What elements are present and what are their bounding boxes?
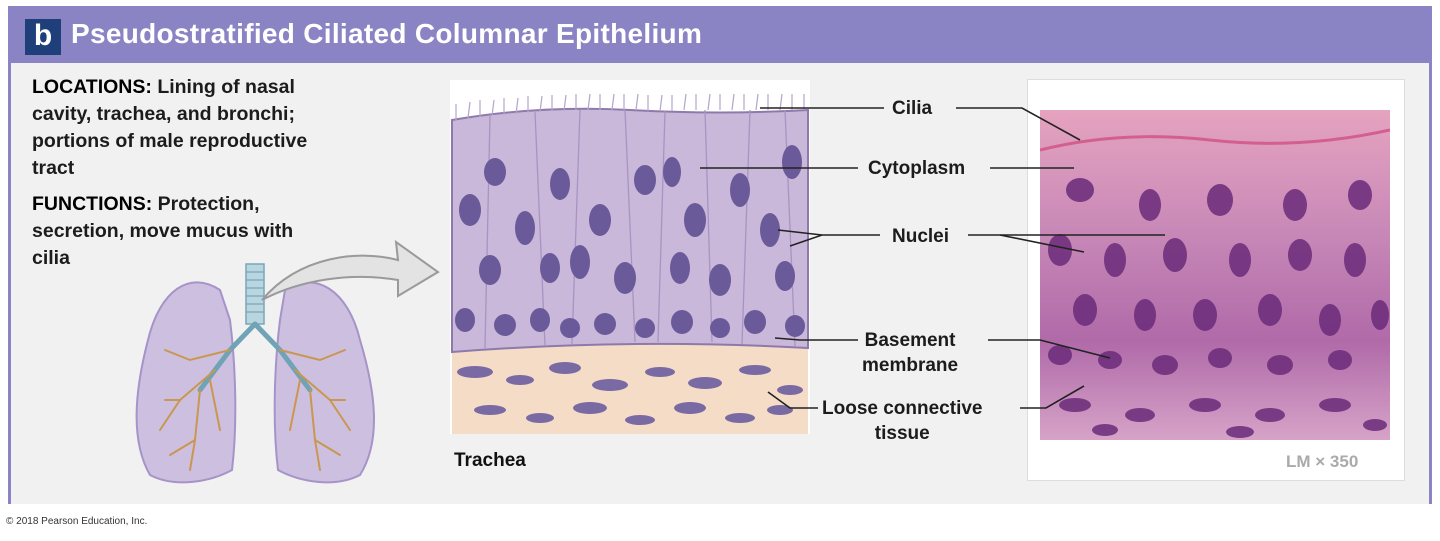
loose-line-2: tissue: [874, 423, 930, 444]
micrograph-image: [1040, 110, 1390, 440]
loose-line-1: Loose connective: [822, 398, 983, 419]
label-cilia: Cilia: [892, 98, 933, 119]
label-cytoplasm: Cytoplasm: [868, 158, 966, 179]
label-basement-membrane: Basement membrane: [862, 328, 958, 378]
basement-leader-right: [988, 339, 1111, 359]
panel-letter: b: [25, 19, 61, 55]
lungs-illustration: [135, 263, 375, 484]
copyright-notice: © 2018 Pearson Education, Inc.: [6, 516, 148, 527]
locations-text: Lining of nasal cavity, trachea, and bro…: [32, 76, 308, 179]
epithelium-drawing: [450, 80, 810, 434]
loose-leader-left: [767, 391, 818, 409]
basement-line-1: Basement: [864, 330, 956, 351]
nuclei-leader-left-2: [777, 229, 823, 236]
figure-title: Pseudostratified Ciliated Columnar Epith…: [71, 18, 703, 49]
magnification-label: LM × 350: [1286, 452, 1359, 471]
cilia-leader-right: [956, 107, 1081, 141]
functions-heading: FUNCTIONS:: [32, 193, 153, 215]
header-bar: b Pseudostratified Ciliated Columnar Epi…: [11, 9, 1429, 63]
locations-heading: LOCATIONS:: [32, 76, 152, 98]
locations-paragraph: LOCATIONS: Lining of nasal cavity, trach…: [32, 74, 332, 182]
functions-paragraph: FUNCTIONS: Protection, secretion, move m…: [32, 191, 332, 272]
micrograph-panel: [1028, 80, 1404, 480]
basement-line-2: membrane: [862, 355, 959, 376]
functions-text: Protection, secretion, move mucus with c…: [32, 193, 294, 269]
label-loose-connective-tissue: Loose connective tissue: [822, 396, 983, 446]
basement-leader-left: [774, 337, 858, 341]
nuclei-leader-right-2: [999, 234, 1085, 253]
loose-leader-right: [1020, 385, 1085, 409]
trachea-label: Trachea: [454, 450, 526, 471]
nuclei-leader-left: [789, 234, 880, 247]
info-text: LOCATIONS: Lining of nasal cavity, trach…: [32, 74, 332, 281]
label-nuclei: Nuclei: [892, 226, 950, 247]
